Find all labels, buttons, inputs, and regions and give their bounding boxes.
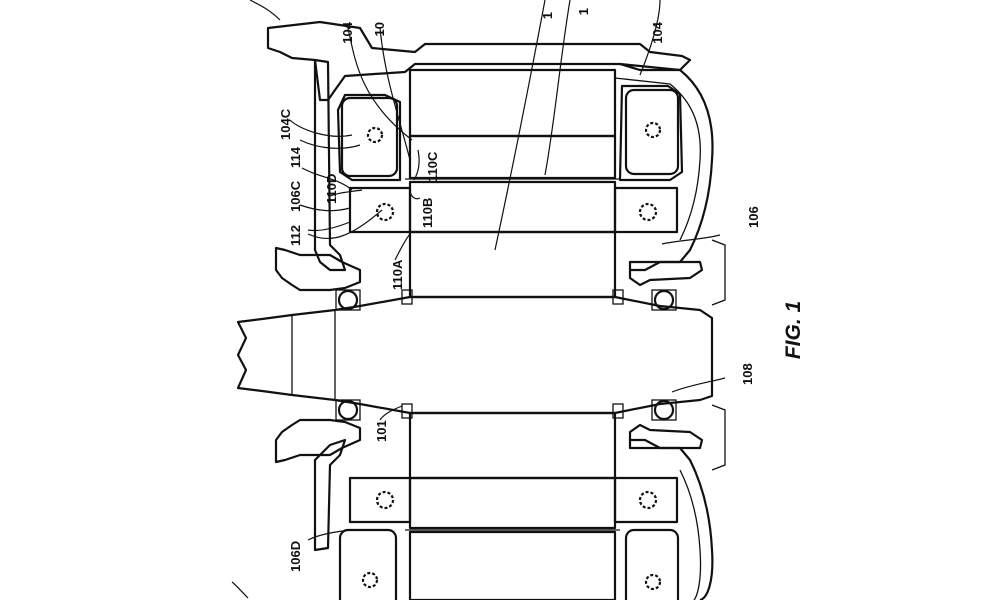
rotor-end-ring-upper-right <box>615 188 677 232</box>
figure-caption: FIG. 1 <box>782 301 805 359</box>
end-winding-upper-left <box>338 95 400 180</box>
label-104b: 10 <box>372 22 387 36</box>
label-106c: 106C <box>288 180 303 212</box>
stator-core-lower-inner <box>410 532 615 600</box>
end-cap-right-inner <box>615 78 700 240</box>
rotor-end-ring-lower-left <box>350 478 410 522</box>
end-winding-upper-right <box>620 86 682 180</box>
end-winding-lower-left <box>340 530 396 600</box>
right-cap-edge-lower <box>712 405 725 470</box>
right-cap-edge <box>712 240 725 305</box>
shaft <box>238 297 712 413</box>
label-106: 106 <box>746 206 761 228</box>
stator-core-upper-inner <box>410 136 615 178</box>
rotor-core-lower <box>410 232 615 297</box>
label-104-right: 104 <box>650 21 665 43</box>
right-flange-lower <box>630 425 702 448</box>
rotor-ring-upper <box>410 182 615 232</box>
stator-core-upper <box>410 70 615 136</box>
label-110a: 110A <box>390 259 405 290</box>
label-110d: 110D <box>324 174 339 204</box>
label-1-top: 1 <box>540 12 555 19</box>
label-104a: 104 <box>340 21 355 43</box>
label-110b: 110B <box>420 198 435 228</box>
right-flange-upper <box>630 262 702 285</box>
label-101: 101 <box>374 420 389 442</box>
label-110c: 110C <box>425 151 440 182</box>
label-112: 112 <box>288 225 303 246</box>
label-108: 108 <box>740 363 755 385</box>
end-cap-right-lower-inner <box>680 470 701 600</box>
rotor-end-ring-upper-left <box>350 188 410 232</box>
bearing-housing-upper-left <box>276 248 360 290</box>
label-106d: 106D <box>288 541 303 572</box>
label-114: 114 <box>288 146 303 168</box>
end-winding-lower-right <box>626 530 678 600</box>
rotor-core-lower-bottom <box>410 413 615 478</box>
bearing-housing-lower-left <box>276 420 360 462</box>
housing-top <box>268 22 690 100</box>
label-1-top-2: 1 <box>576 8 591 15</box>
label-104c: 104C <box>278 108 293 140</box>
rotor-end-ring-lower-right <box>615 478 677 522</box>
rotor-ring-lower <box>410 478 615 528</box>
